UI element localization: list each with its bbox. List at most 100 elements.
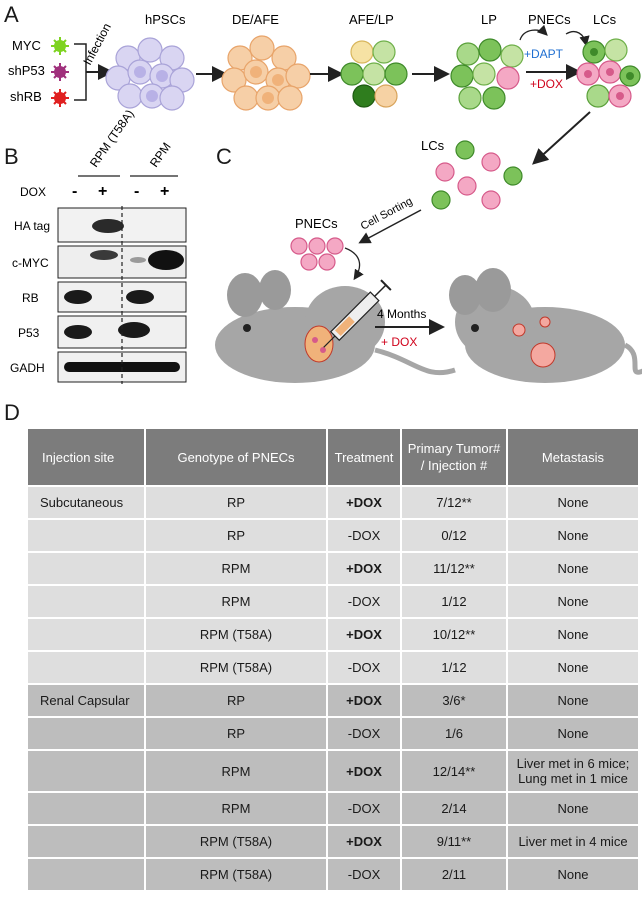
cell-cluster-lp <box>450 38 524 110</box>
cell-genotype: RPM <box>144 749 328 793</box>
panel-label-d: D <box>4 400 20 425</box>
virus-icon-shrb <box>51 89 69 107</box>
xenograft-schematic: LCs Cell Sorting PNECs 4 M <box>215 111 642 383</box>
cell-group-lcs <box>431 140 523 210</box>
cell-treatment: -DOX <box>326 791 402 826</box>
cell-treatment: -DOX <box>326 650 402 685</box>
cell-injection-site <box>26 716 146 751</box>
cell-genotype: RP <box>144 683 328 718</box>
panel-label-a: A <box>4 2 19 27</box>
cell-injection-site <box>26 824 146 859</box>
cell-metastasis: None <box>506 485 640 520</box>
blot-label-p53: P53 <box>18 326 40 340</box>
lcs-label-c: LCs <box>421 138 445 153</box>
cell-genotype: RPM (T58A) <box>144 650 328 685</box>
cell-treatment: +DOX <box>326 551 402 586</box>
stage-label-afe-lp: AFE/LP <box>349 12 394 27</box>
arrow-to-lcs <box>532 111 591 165</box>
pnecs-label-c: PNECs <box>295 216 338 231</box>
cell-sorting-label: Cell Sorting <box>359 195 415 232</box>
dox-row-label: DOX <box>20 185 46 199</box>
cell-metastasis: None <box>506 617 640 652</box>
cell-treatment: -DOX <box>326 716 402 751</box>
cell-metastasis: None <box>506 518 640 553</box>
panel-label-b: B <box>4 144 19 169</box>
cell-primary-tumor: 1/12 <box>400 650 508 685</box>
cell-injection-site <box>26 518 146 553</box>
blot-label-c-myc: c-MYC <box>12 256 49 270</box>
differentiation-schematic: MYC shP53 shRB Infection hPSCs DE/AFE AF… <box>8 12 641 111</box>
cell-metastasis: None <box>506 716 640 751</box>
stage-label-de-afe: DE/AFE <box>232 12 279 27</box>
cell-injection-site <box>26 749 146 793</box>
cell-metastasis: None <box>506 857 640 892</box>
group-label-rpm: RPM <box>147 140 174 170</box>
cell-metastasis: None <box>506 791 640 826</box>
cell-genotype: RPM <box>144 584 328 619</box>
cell-injection-site <box>26 857 146 892</box>
pnec-curve-arrow <box>519 24 548 41</box>
cell-primary-tumor: 0/12 <box>400 518 508 553</box>
cell-metastasis: None <box>506 551 640 586</box>
dox-sign-1: - <box>72 183 77 200</box>
cell-genotype: RPM <box>144 791 328 826</box>
cell-treatment: -DOX <box>326 584 402 619</box>
cell-treatment: +DOX <box>326 617 402 652</box>
pnec-to-syringe-arrow <box>344 247 364 281</box>
tumor-results-table: Injection site Genotype of PNECs Treatme… <box>26 427 640 892</box>
virus-icon-shp53 <box>51 63 69 81</box>
stage-label-lp: LP <box>481 12 497 27</box>
stage-label-hpscs: hPSCs <box>145 12 186 27</box>
western-blot: RPM (T58A) RPM DOX - + - + HA tag c-MYC … <box>10 107 187 384</box>
blot-label-ha-tag: HA tag <box>14 219 50 233</box>
factor-label-shp53: shP53 <box>8 63 45 78</box>
cell-primary-tumor: 10/12** <box>400 617 508 652</box>
header-genotype: Genotype of PNECs <box>144 427 328 487</box>
cell-genotype: RP <box>144 716 328 751</box>
cell-sorting-arrow <box>358 209 422 244</box>
dox-sign-3: - <box>134 183 139 200</box>
blot-label-gadh: GADH <box>10 361 45 375</box>
cell-primary-tumor: 3/6* <box>400 683 508 718</box>
pnec-curve-arrow-right <box>565 30 590 47</box>
factor-label-shrb: shRB <box>10 89 42 104</box>
cell-genotype: RP <box>144 485 328 520</box>
cell-injection-site: Subcutaneous <box>26 485 146 520</box>
cell-injection-site: Renal Capsular <box>26 683 146 718</box>
header-injection-site: Injection site <box>26 427 146 487</box>
cell-treatment: -DOX <box>326 518 402 553</box>
factor-label-myc: MYC <box>12 38 41 53</box>
cell-genotype: RPM <box>144 551 328 586</box>
cell-metastasis: Liver met in 6 mice; Lung met in 1 mice <box>506 749 640 793</box>
stage-label-lcs: LCs <box>593 12 617 27</box>
cell-cluster-hpscs <box>105 37 195 111</box>
pnecs-label-a: PNECs <box>528 12 571 27</box>
cell-treatment: +DOX <box>326 749 402 793</box>
tumor-icon <box>512 316 556 368</box>
cell-primary-tumor: 12/14** <box>400 749 508 793</box>
header-primary-tumor: Primary Tumor# / Injection # <box>400 427 508 487</box>
cell-primary-tumor: 9/11** <box>400 824 508 859</box>
cell-injection-site <box>26 791 146 826</box>
cell-injection-site <box>26 650 146 685</box>
cell-injection-site <box>26 617 146 652</box>
cell-primary-tumor: 1/6 <box>400 716 508 751</box>
cell-genotype: RPM (T58A) <box>144 824 328 859</box>
kidney-icon <box>304 325 334 363</box>
table-header-row: Injection site Genotype of PNECs Treatme… <box>26 427 640 487</box>
blot-label-rb: RB <box>22 291 39 305</box>
cell-genotype: RP <box>144 518 328 553</box>
cell-injection-site <box>26 584 146 619</box>
virus-icon-myc <box>51 37 69 55</box>
cell-metastasis: None <box>506 683 640 718</box>
cell-primary-tumor: 1/12 <box>400 584 508 619</box>
dox-sign-2: + <box>98 183 107 200</box>
